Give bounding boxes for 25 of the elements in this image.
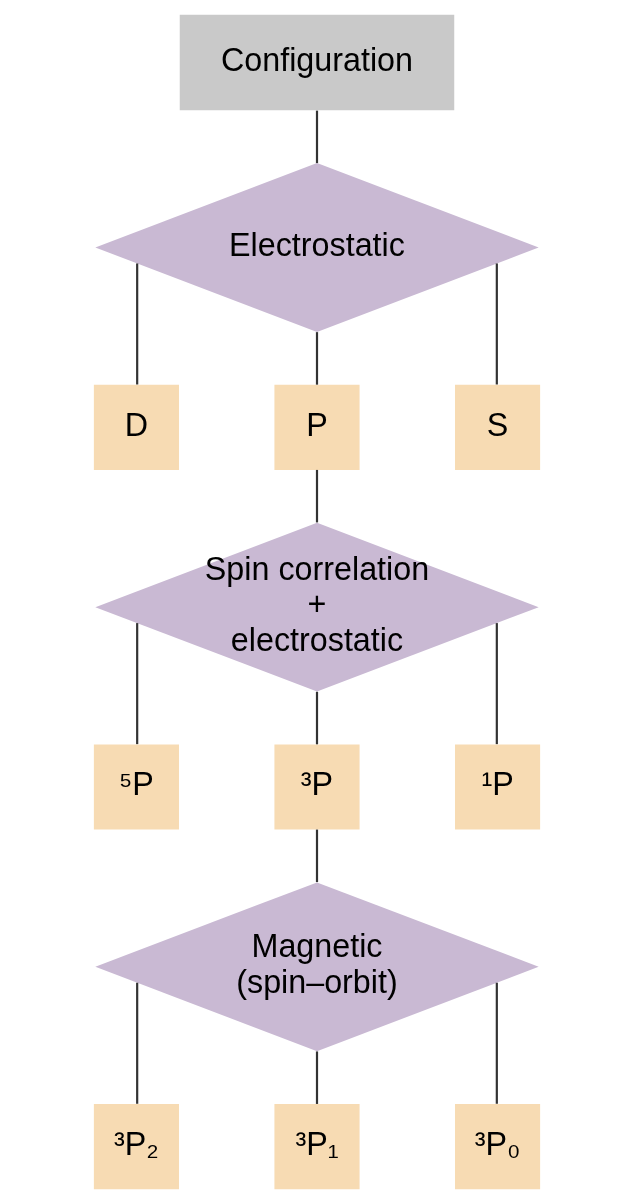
node-diamond: Electrostatic: [94, 163, 539, 332]
connector: [135, 263, 138, 385]
connector: [315, 691, 318, 745]
node-box: Configuration: [179, 14, 454, 111]
node-box: ³P₀: [454, 1104, 540, 1190]
node-diamond: Spin correlation + electrostatic: [94, 522, 539, 692]
connector: [495, 623, 498, 745]
node-diamond: Magnetic (spin–orbit): [94, 882, 539, 1052]
connector: [315, 332, 318, 385]
connector: [495, 263, 498, 385]
connector: [315, 1051, 318, 1104]
connector: [315, 110, 318, 164]
node-box: ¹P: [454, 744, 540, 830]
node-box: ³P₂: [93, 1104, 179, 1190]
connector: [495, 982, 498, 1104]
node-box: P: [273, 384, 360, 470]
connector: [315, 469, 318, 523]
node-box: D: [93, 384, 179, 470]
node-box: ⁵P: [93, 744, 179, 830]
connector: [315, 829, 318, 883]
connector: [135, 982, 138, 1104]
node-box: S: [454, 384, 540, 470]
node-box: ³P: [273, 744, 360, 830]
node-box: ³P₁: [273, 1104, 360, 1190]
connector: [135, 623, 138, 745]
